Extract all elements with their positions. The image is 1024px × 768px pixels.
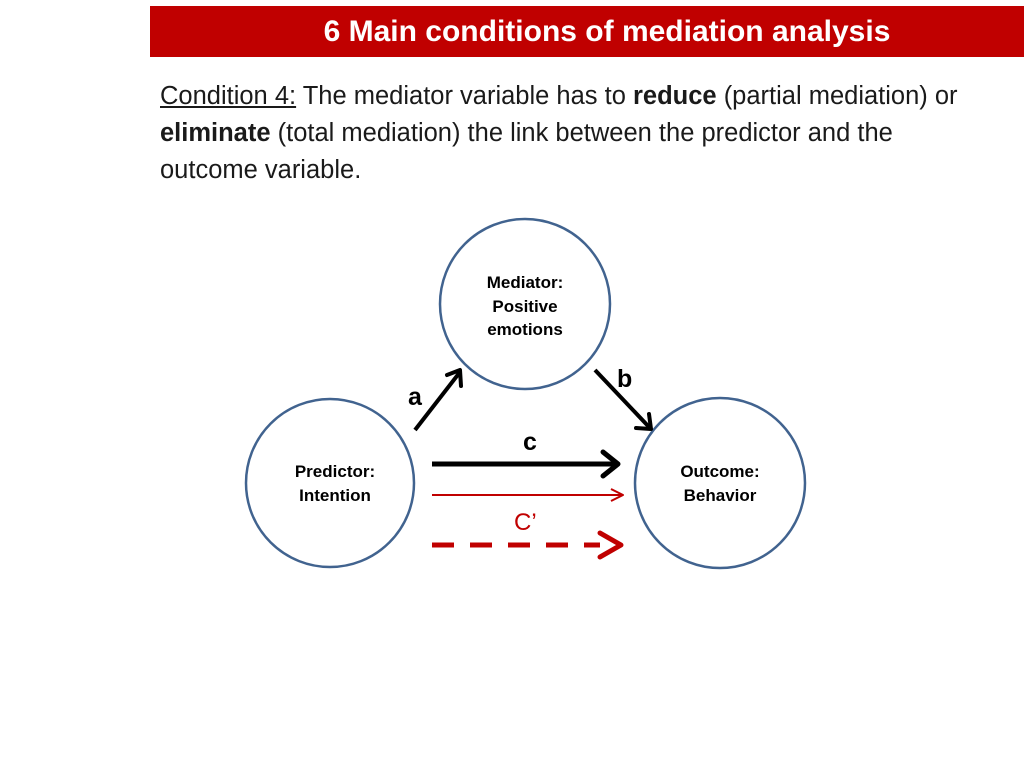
mediator-label-line3: emotions — [487, 320, 563, 339]
outcome-label-line1: Outcome: — [680, 462, 759, 481]
mediator-circle — [438, 217, 612, 391]
title-bar: 6 Main conditions of mediation analysis — [150, 6, 1024, 57]
outcome-label-line2: Behavior — [684, 486, 757, 505]
predictor-circle — [244, 397, 416, 569]
predictor-label-line2: Intention — [299, 486, 371, 505]
path-c-prime-label: C’ — [514, 509, 537, 536]
path-b-arrow — [593, 368, 653, 431]
predictor-label-line1: Predictor: — [295, 462, 375, 481]
path-c-prime-dashed-arrow — [432, 530, 624, 560]
path-c-prime-thin-arrow — [432, 488, 624, 502]
keyword-eliminate: eliminate — [160, 119, 271, 147]
keyword-reduce: reduce — [632, 82, 717, 110]
mediator-label-line1: Mediator: — [487, 273, 564, 292]
predictor-node: Predictor: Intention — [244, 397, 416, 569]
path-a-arrow — [413, 368, 463, 432]
condition-text-3: (total mediation) the link between the p… — [160, 119, 893, 184]
condition-paragraph: Condition 4: The mediator variable has t… — [160, 78, 980, 189]
mediator-label-line2: Positive — [492, 297, 557, 316]
condition-text-1: The mediator variable has to — [296, 82, 633, 110]
condition-text-2: (partial mediation) or — [716, 82, 958, 110]
path-a-label: a — [408, 383, 423, 411]
outcome-circle — [633, 396, 807, 570]
path-c-arrow — [432, 449, 621, 479]
path-c-label: c — [523, 428, 537, 456]
condition-label: Condition 4: — [160, 82, 297, 110]
slide-title: 6 Main conditions of mediation analysis — [323, 14, 891, 48]
path-b-label: b — [617, 365, 632, 393]
mediator-node: Mediator: Positive emotions — [438, 217, 612, 391]
outcome-node: Outcome: Behavior — [633, 396, 807, 570]
